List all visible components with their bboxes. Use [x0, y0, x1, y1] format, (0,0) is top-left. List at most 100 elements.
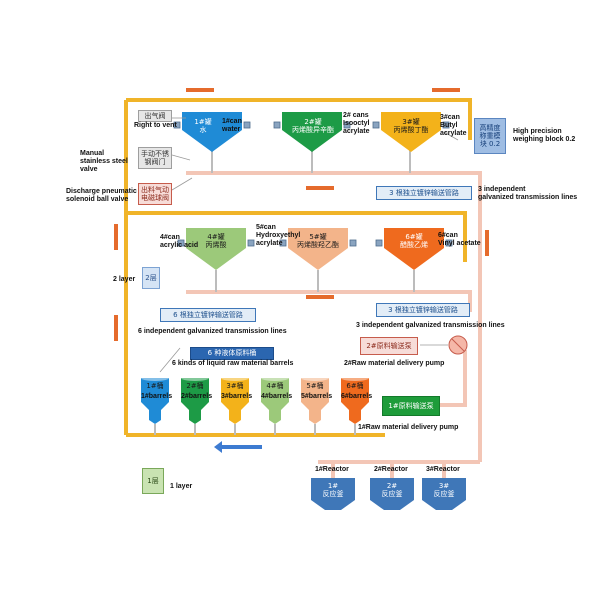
six-lines-box: 6 根独立镀锌输送管路	[160, 308, 256, 322]
tank-5-body	[288, 228, 348, 270]
layer-1-en: 1 layer	[170, 483, 193, 490]
tank-1-en-label: 1#can water	[222, 118, 242, 134]
main-pipes	[124, 98, 472, 437]
barrel-lid	[261, 375, 289, 381]
barrel-5-cn: 5#桶	[306, 382, 324, 390]
tank-6-body	[384, 228, 444, 270]
six-lines-en: 6 independent galvanized transmission li…	[138, 328, 287, 335]
barrels-title-box: 6 种液体原料桶	[190, 347, 274, 360]
main-pipe-top	[126, 98, 472, 140]
arrow-left-lower	[114, 315, 118, 341]
valve-t3-right	[442, 121, 450, 129]
flow-arrows	[114, 88, 489, 453]
barrel-body	[341, 378, 369, 424]
tank-2-en-label: 2# cans Isooctyl acrylate	[343, 112, 370, 136]
weighing-module-en: High precision weighing block 0.2	[513, 128, 576, 144]
tank-5-en-label: 5#can Hydroxyethyl acrylate	[256, 224, 301, 248]
valve-t3-left	[372, 121, 380, 129]
reactor-1-en: 1#Reactor	[315, 466, 349, 473]
three-lines-mid-en: 3 independent galvanized transmission li…	[356, 322, 505, 329]
layer-2-note: 2层	[142, 267, 160, 289]
three-lines-top-en: 3 independent galvanized transmission li…	[478, 186, 578, 202]
pump-line	[440, 350, 467, 407]
pump-1-box: 1#原料输送泵	[382, 396, 440, 416]
arrow-mid-top	[306, 186, 334, 190]
barrel-2-cn: 2#桶	[186, 382, 204, 390]
tank-3-en-label: 3#can Butyl acrylate	[440, 114, 467, 138]
arrow-left-upper	[114, 224, 118, 250]
barrel-body	[301, 378, 329, 424]
barrel-body	[181, 378, 209, 424]
barrel-lid	[221, 375, 249, 381]
barrel-body	[221, 378, 249, 424]
tank-valves	[173, 121, 453, 247]
barrel-1-cn: 1#桶	[146, 382, 164, 390]
reactor-1-cn: 1# 反应釜	[322, 482, 344, 499]
barrels-title-en: 6 kinds of liquid raw material barrels	[172, 360, 294, 367]
reactor-2-cn: 2# 反应釜	[381, 482, 403, 499]
tank-2-body	[282, 112, 342, 152]
barrel-5	[301, 375, 329, 435]
tank-3-body	[381, 112, 441, 152]
manual-valve-en: Manual stainless steel valve	[80, 150, 128, 174]
layer-2-en: 2 layer	[113, 276, 136, 283]
reactor-3	[422, 478, 466, 510]
barrels	[141, 375, 369, 435]
three-lines-top-box: 3 根独立镀锌输送管路	[376, 186, 472, 200]
tank-4-body	[186, 228, 246, 270]
tank-row-1	[182, 112, 441, 152]
tank-4-en-label: 4#can acrylic acid	[160, 234, 199, 250]
arrow-blue-head	[214, 441, 222, 453]
valve-t1-right	[243, 121, 251, 129]
pneumatic-valve-en: Discharge pneumatic solenoid ball valve	[66, 188, 137, 204]
reactor-3-en: 3#Reactor	[426, 466, 460, 473]
vent-valve: 出气阀	[138, 110, 172, 122]
barrel-body	[261, 378, 289, 424]
barrel-body	[141, 378, 169, 424]
reactor-2-en: 2#Reactor	[374, 466, 408, 473]
valve-t5-left	[279, 239, 287, 247]
tank-6-cn-label: 6#罐 醋酸乙烯	[400, 233, 428, 250]
reactor-2	[370, 478, 414, 510]
valve-t6-right	[445, 239, 453, 247]
barrel-6-cn: 6#桶	[346, 382, 364, 390]
tank-3-cn-label: 3#罐 丙烯酸丁酯	[393, 118, 429, 135]
reactors	[311, 478, 466, 510]
tank-row-2	[186, 228, 444, 270]
tank-6-en-label: 6#can Vinyl acetate	[438, 232, 481, 248]
barrel-3-cn: 3#桶	[226, 382, 244, 390]
tank-5-cn-label: 5#罐 丙烯酸羟乙酯	[297, 233, 339, 250]
arrow-top-left	[186, 88, 214, 92]
vent-valve-en: Right to vent	[134, 122, 177, 129]
tank-drops	[211, 150, 415, 292]
tank-4-cn-label: 4#罐 丙烯酸	[205, 233, 227, 250]
barrel-6-en: 6#barrels	[341, 393, 373, 400]
reactor-1	[311, 478, 355, 510]
barrel-2	[181, 375, 209, 435]
main-pipe-layer2	[126, 211, 467, 262]
valve-t1-left	[173, 121, 181, 129]
valve-t2-right	[343, 121, 351, 129]
barrel-lid	[341, 375, 369, 381]
reactor-3-cn: 3# 反应釜	[433, 482, 455, 499]
valve-t5-right	[349, 239, 357, 247]
arrow-top-right	[432, 88, 460, 92]
barrel-5-en: 5#barrels	[301, 393, 333, 400]
pump-2-en: 2#Raw material delivery pump	[344, 360, 445, 367]
barrel-lid	[141, 375, 169, 381]
barrel-6	[341, 375, 369, 435]
barrel-2-en: 2#barrels	[181, 393, 213, 400]
pump-1-en: 1#Raw material delivery pump	[358, 424, 459, 431]
barrel-1-en: 1#barrels	[141, 393, 173, 400]
pump-2-box: 2#原料输送泵	[360, 337, 418, 355]
tank-2-cn-label: 2#罐 丙烯酸异辛酯	[292, 118, 334, 135]
tank-1-body	[182, 112, 242, 152]
layer-1-note: 1层	[142, 468, 164, 494]
arrow-right-side	[485, 230, 489, 256]
arrow-mid-low	[306, 295, 334, 299]
barrel-lid	[301, 375, 329, 381]
valve-t4-left	[177, 239, 185, 247]
valve-t6-left	[375, 239, 383, 247]
